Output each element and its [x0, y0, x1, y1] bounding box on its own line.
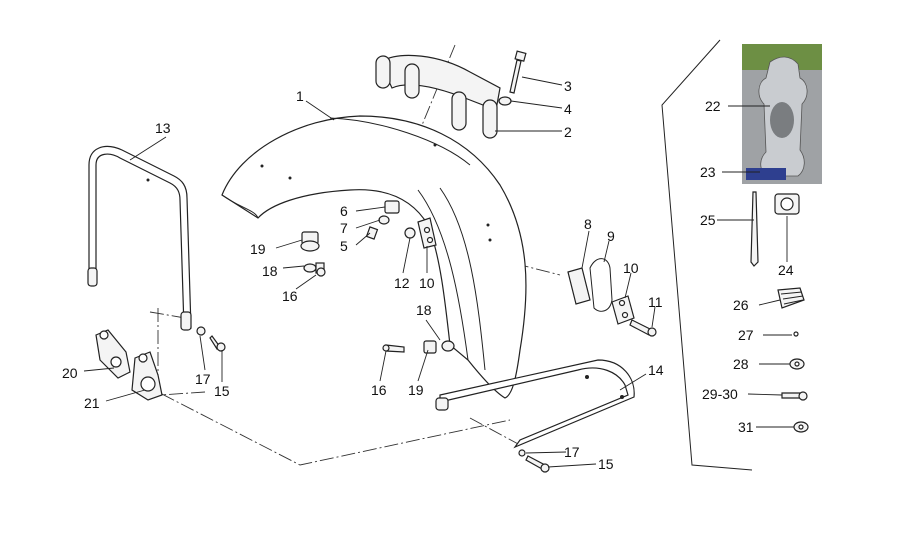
callout-21: 21: [84, 395, 100, 411]
callout-9: 9: [607, 228, 615, 244]
callout-10b: 10: [623, 260, 639, 276]
rear-rail-left: [87, 145, 192, 331]
callout-7: 7: [340, 220, 348, 236]
washer-4: [498, 96, 512, 106]
callout-15a: 15: [214, 383, 230, 399]
callout-8: 8: [584, 216, 592, 232]
callout-31: 31: [738, 419, 754, 435]
callout-23: 23: [700, 164, 716, 180]
front-fender: [221, 115, 527, 399]
small-hardware: [196, 200, 657, 473]
callout-27: 27: [738, 327, 754, 343]
callout-15b: 15: [598, 456, 614, 472]
callout-4: 4: [564, 101, 572, 117]
callout-2: 2: [564, 124, 572, 140]
callout-6: 6: [340, 203, 348, 219]
rear-rail-right: [435, 359, 635, 449]
callout-3: 3: [564, 78, 572, 94]
leader-lines: [83, 76, 794, 468]
callout-25: 25: [700, 212, 716, 228]
callout-14: 14: [648, 362, 664, 378]
callout-18b: 18: [416, 302, 432, 318]
bracket-20: [95, 329, 131, 379]
callout-19b: 19: [408, 382, 424, 398]
callout-28: 28: [733, 356, 749, 372]
callout-17a: 17: [195, 371, 211, 387]
callout-24: 24: [778, 262, 794, 278]
callout-22: 22: [705, 98, 721, 114]
panel-border: [661, 39, 753, 471]
callout-18a: 18: [262, 263, 278, 279]
callout-1: 1: [296, 88, 304, 104]
callout-16a: 16: [282, 288, 298, 304]
fender-ornament-photo-icon: [742, 44, 822, 184]
right-hardware: [750, 191, 809, 433]
bolt-3: [509, 50, 527, 94]
callout-19a: 19: [250, 241, 266, 257]
callout-17b: 17: [564, 444, 580, 460]
callout-16b: 16: [371, 382, 387, 398]
callout-11: 11: [648, 294, 663, 310]
callout-10a: 10: [419, 275, 435, 291]
fork-bracket: [375, 54, 501, 139]
callout-5: 5: [340, 238, 348, 254]
callout-12: 12: [394, 275, 410, 291]
callout-26: 26: [733, 297, 749, 313]
bracket-21: [131, 351, 163, 401]
callout-labels: 1 2 3 4 6 7 5 8 9 10 11 12 10 13 14 19 1…: [62, 78, 794, 472]
callout-29-30: 29-30: [702, 386, 738, 402]
callout-13: 13: [155, 120, 171, 136]
callout-20: 20: [62, 365, 78, 381]
